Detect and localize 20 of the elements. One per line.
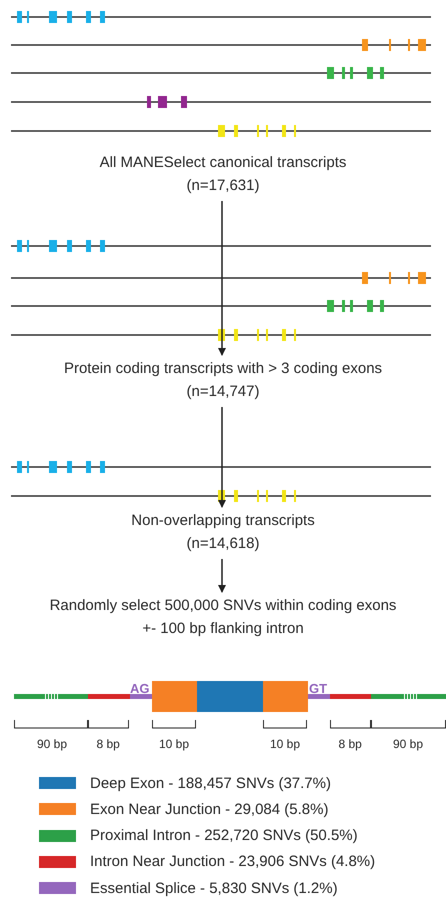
step-text: Randomly select 500,000 SNVs within coding exons +- 100 bp flanking intron [48,594,398,640]
legend-label: Deep Exon - 188,457 SNVs (37.7%) [90,774,331,792]
splice-site-label: GT [309,680,328,696]
dimension-label: 10 bp [159,737,190,751]
legend-label: Intron Near Junction - 23,906 SNVs (4.8%) [90,853,376,870]
arrow [218,559,226,593]
dimension-label: 10 bp [270,737,300,751]
dimension-label: 90 bp [37,737,68,751]
step-text: Protein coding transcripts with > 3 coding exons (n=14,747) [33,357,413,403]
dimension-label: 90 bp [393,737,424,751]
arrow [218,201,226,356]
legend-label: Essential Splice - 5,830 SNVs (1.2%) [90,880,338,897]
legend-label: Proximal Intron - 252,720 SNVs (50.5%) [90,827,358,844]
arrow [218,407,226,508]
legend-label: Exon Near Junction - 29,084 (5.8%) [90,800,328,818]
splice-site-label: AG [130,680,150,696]
step-text: All MANESelect canonical transcripts (n=17,631) [73,151,373,197]
step-text: Non-overlapping transcripts (n=14,618) [113,509,333,555]
dimension-label: 8 bp [338,737,362,751]
dimension-label: 8 bp [96,737,120,751]
